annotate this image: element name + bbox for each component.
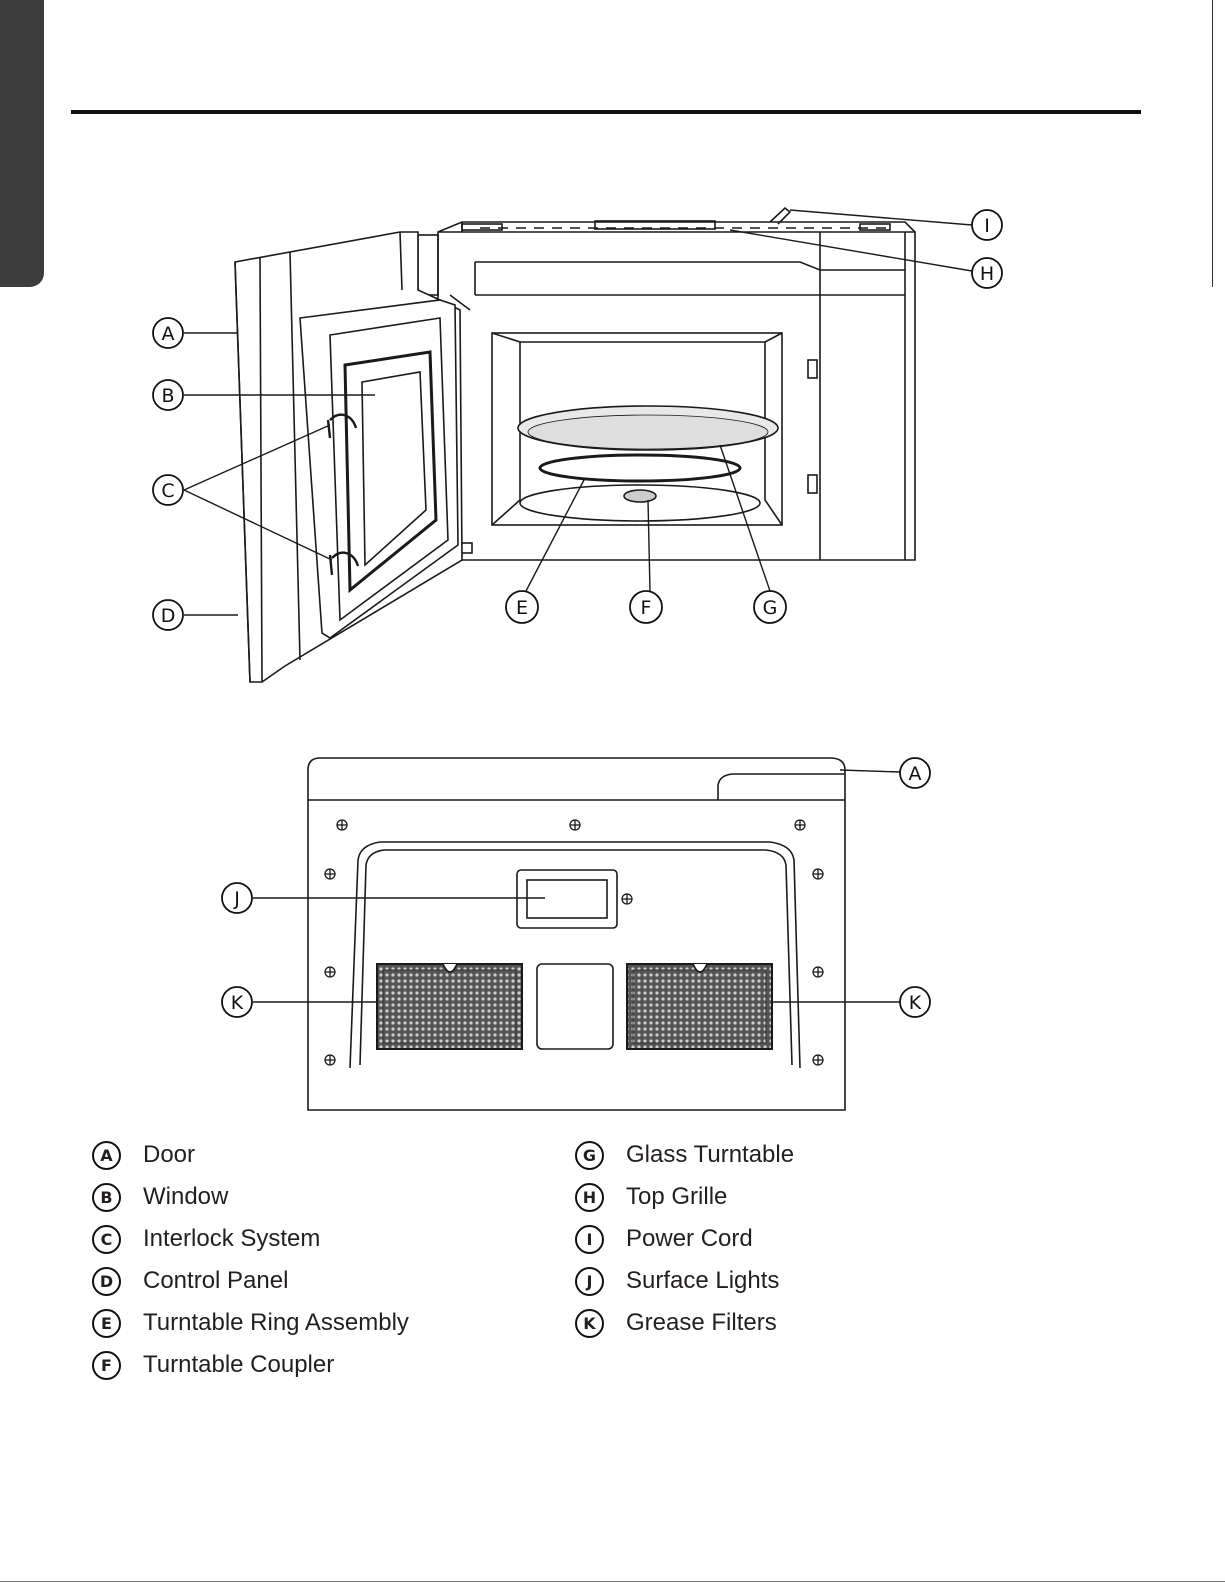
legend-label: Interlock System [143, 1225, 320, 1253]
callout-b: B [153, 380, 183, 410]
callout-k-right-label: K [909, 992, 922, 1014]
legend-badge: K [575, 1309, 604, 1338]
legend-label: Turntable Ring Assembly [143, 1309, 409, 1337]
legend-label: Turntable Coupler [143, 1351, 334, 1379]
legend-label: Control Panel [143, 1267, 288, 1295]
callout-c: C [153, 475, 183, 505]
legend-badge: A [92, 1141, 121, 1170]
legend-item-window: B Window [92, 1176, 409, 1218]
legend-label: Door [143, 1141, 195, 1169]
callout-g: G [754, 591, 786, 623]
callout-a-top-label: A [162, 323, 175, 345]
legend-item-glass-turntable: G Glass Turntable [575, 1134, 794, 1176]
callout-k-right: K [900, 987, 930, 1017]
callout-f: F [630, 591, 662, 623]
legend-badge: B [92, 1183, 121, 1212]
legend-item-top-grille: H Top Grille [575, 1176, 794, 1218]
legend-badge: C [92, 1225, 121, 1254]
legend-item-grease-filters: K Grease Filters [575, 1302, 794, 1344]
legend-item-door: A Door [92, 1134, 409, 1176]
legend-label: Grease Filters [626, 1309, 777, 1337]
callout-j: J [222, 883, 252, 913]
legend-item-control-panel: D Control Panel [92, 1260, 409, 1302]
bottom-view [308, 758, 845, 1110]
callout-d-label: D [161, 605, 176, 627]
legend-item-turntable-ring-assembly: E Turntable Ring Assembly [92, 1302, 409, 1344]
legend-item-surface-lights: J Surface Lights [575, 1260, 794, 1302]
callout-i: I [972, 210, 1002, 240]
callout-i-label: I [984, 215, 990, 237]
legend-label: Top Grille [626, 1183, 727, 1211]
callout-e: E [506, 591, 538, 623]
callout-h-label: H [980, 263, 994, 285]
legend-label: Power Cord [626, 1225, 753, 1253]
legend-badge: E [92, 1309, 121, 1338]
callout-c-label: C [161, 480, 174, 502]
legend-label: Surface Lights [626, 1267, 779, 1295]
callout-b-label: B [161, 385, 174, 407]
callout-f-label: F [641, 597, 652, 619]
callout-a-bottom: A [900, 758, 930, 788]
callout-k-left: K [222, 987, 252, 1017]
legend-column-right: G Glass Turntable H Top Grille I Power Cord… [575, 1134, 794, 1344]
callout-h: H [972, 258, 1002, 288]
legend-item-interlock-system: C Interlock System [92, 1218, 409, 1260]
callout-k-left-label: K [231, 992, 244, 1014]
legend-badge: G [575, 1141, 604, 1170]
legend-badge: H [575, 1183, 604, 1212]
legend-badge: J [575, 1267, 604, 1296]
legend-label: Window [143, 1183, 228, 1211]
callout-a-bottom-label: A [909, 763, 922, 785]
legend-label: Glass Turntable [626, 1141, 794, 1169]
legend-badge: D [92, 1267, 121, 1296]
legend-badge: F [92, 1351, 121, 1380]
legend-column-left: A Door B Window C Interlock System D Control… [92, 1134, 409, 1386]
callout-d: D [153, 600, 183, 630]
callout-g-label: G [763, 597, 778, 619]
front-view [235, 208, 915, 682]
callout-j-label: J [233, 888, 240, 910]
legend-badge: I [575, 1225, 604, 1254]
legend-item-turntable-coupler: F Turntable Coupler [92, 1344, 409, 1386]
callout-e-label: E [516, 597, 528, 619]
callout-a-top: A [153, 318, 183, 348]
legend-item-power-cord: I Power Cord [575, 1218, 794, 1260]
